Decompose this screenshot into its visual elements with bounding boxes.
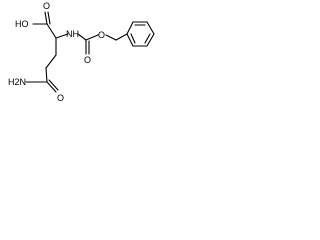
bond-c1-calpha — [46, 23, 57, 39]
bond-ch2-ring — [115, 33, 128, 41]
label-ester-oxygen: O — [98, 30, 105, 40]
bond-oester-ch2 — [105, 34, 117, 41]
bond-cgamma-camide — [45, 67, 48, 83]
ring-inner-bond-2 — [144, 33, 151, 44]
ring-outline — [126, 21, 155, 47]
bond-camide-o-double-b — [48, 79, 59, 91]
bond-ccarbonyl-oester — [85, 34, 99, 41]
bond-camide-o-double-a — [46, 81, 57, 93]
label-amine-nh: NH — [66, 29, 79, 39]
bond-nh-ccarbonyl — [77, 33, 87, 41]
carboxyl-group — [32, 11, 57, 39]
bond-c1-o-double-b — [47, 11, 51, 25]
bond-c1-o-double-a — [44, 11, 48, 25]
label-amide-oxygen: O — [57, 93, 64, 103]
benzene-ring — [126, 21, 155, 47]
bond-calpha-nh — [55, 33, 69, 39]
label-amide-nh2: H2N — [8, 77, 26, 87]
label-carbamate-carbonyl-oxygen: O — [84, 55, 91, 65]
label-hydroxyl: HO — [15, 19, 29, 29]
chemical-structure: HO O NH O O H2N O — [8, 1, 155, 103]
label-carbonyl-oxygen: O — [43, 1, 50, 11]
ring-inner-bond-3 — [130, 33, 136, 44]
bond-cbeta-cgamma — [45, 54, 57, 69]
